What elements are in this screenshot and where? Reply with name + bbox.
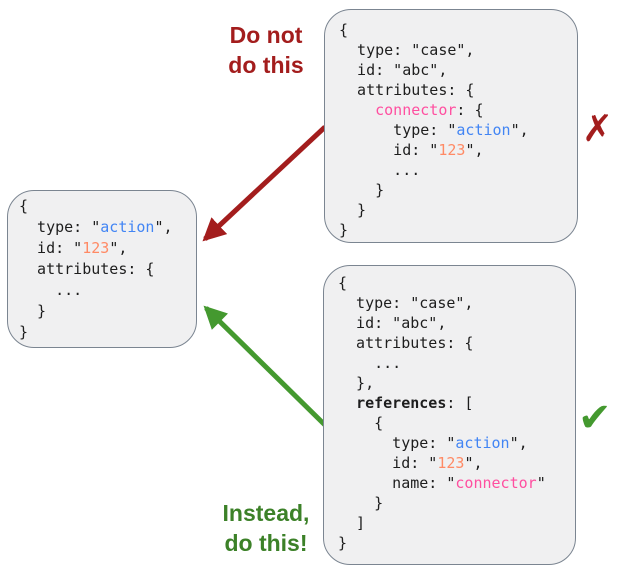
code-line: { — [338, 274, 348, 292]
code-line: } — [19, 302, 47, 320]
code-line: type: "case", — [339, 41, 475, 59]
code-line: type: "case", — [338, 294, 474, 312]
code-line: } — [19, 323, 29, 341]
code-line: { — [338, 414, 384, 432]
code-line: connector: { — [375, 101, 484, 119]
code-line: id: "123", — [339, 141, 484, 159]
code-line: type: "action", — [19, 218, 173, 236]
code-line: attributes: { — [338, 334, 474, 352]
do-not-label-line-2: do this — [228, 52, 304, 78]
code-line: id: "123", — [19, 239, 128, 257]
code-line: references: [ — [356, 394, 474, 412]
code-line: id: "123", — [338, 454, 483, 472]
cross-icon: ✗ — [582, 107, 614, 150]
instead-label: Instead, do this! — [202, 498, 330, 558]
check-icon: ✔ — [578, 395, 612, 441]
do-not-arrow-icon — [202, 125, 327, 242]
code-line: attributes: { — [339, 81, 475, 99]
code-line: { — [19, 197, 29, 215]
code-line: { — [339, 21, 349, 39]
code-line: id: "abc", — [338, 314, 447, 332]
nested-connector-object-box: { type: "case", id: "abc", attributes: {… — [324, 9, 578, 243]
code-line: attributes: { — [19, 260, 155, 278]
referenced-action-object-box: { type: "action", id: "123", attributes:… — [7, 190, 197, 348]
code-line: ... — [19, 281, 83, 299]
code-line: name: "connector" — [338, 474, 546, 492]
code-line: }, — [338, 374, 375, 392]
instead-label-line-1: Instead, — [222, 500, 310, 526]
code-line: } — [339, 201, 367, 219]
references-array-object-box: { type: "case", id: "abc", attributes: {… — [323, 265, 576, 565]
code-line: } — [339, 181, 385, 199]
instead-arrow-icon — [203, 305, 329, 429]
code-line: ] — [338, 514, 366, 532]
code-line: ... — [338, 354, 402, 372]
code-line: } — [338, 494, 384, 512]
code-line: } — [338, 534, 348, 552]
code-line: type: "action", — [338, 434, 528, 452]
instead-label-line-2: do this! — [224, 530, 308, 556]
do-not-label: Do not do this — [202, 20, 330, 80]
code-line: ... — [339, 161, 421, 179]
code-line: type: "action", — [339, 121, 529, 139]
code-line: } — [339, 221, 349, 239]
code-line: id: "abc", — [339, 61, 448, 79]
do-not-label-line-1: Do not — [229, 22, 303, 48]
